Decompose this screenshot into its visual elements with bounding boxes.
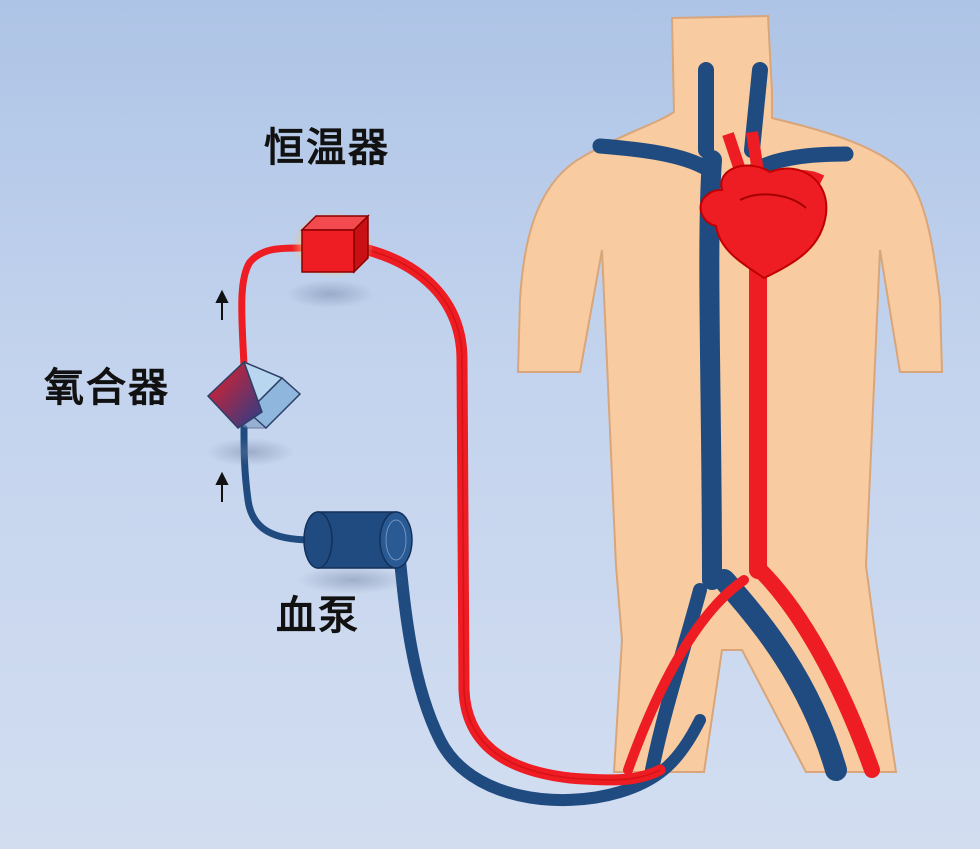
blood-pump-label: 血泵	[276, 593, 360, 639]
oxygenator-label: 氧合器	[44, 365, 170, 411]
arterial-system	[623, 231, 880, 778]
body-silhouette	[516, 14, 944, 773]
arterial-return-tube	[354, 242, 666, 786]
thermostat-label: 恒温器	[264, 125, 390, 171]
oxygenator-device	[206, 360, 302, 466]
blood-pump-device	[296, 511, 413, 594]
oxygenator-to-thermostat-tube	[238, 244, 304, 370]
arrow-up-icon	[215, 289, 229, 320]
heart-icon	[699, 131, 828, 280]
thermostat-device	[286, 212, 374, 308]
arrow-up-icon	[215, 471, 229, 502]
